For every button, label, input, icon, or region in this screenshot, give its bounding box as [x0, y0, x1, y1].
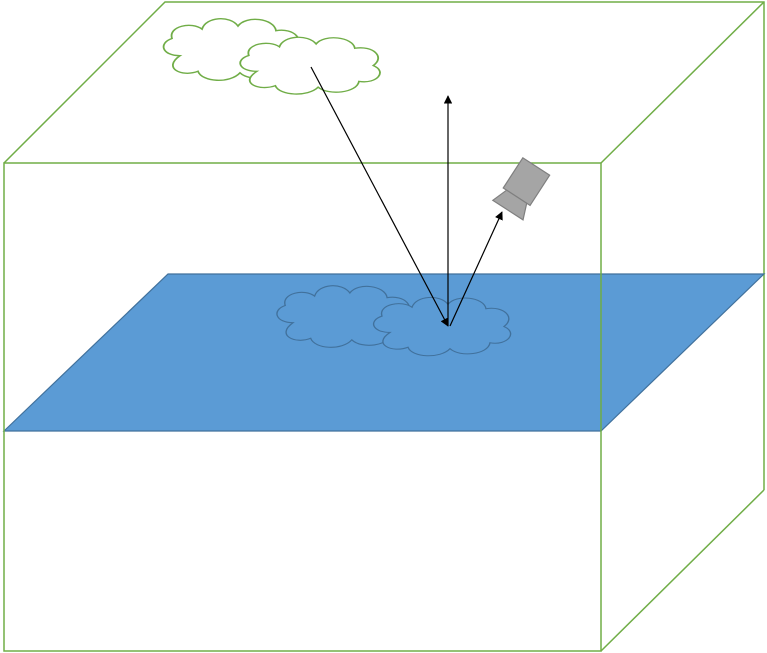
camera-icon	[491, 156, 551, 221]
box-front-face	[3, 162, 602, 652]
camera-lens	[491, 189, 528, 221]
cloud-icon	[239, 36, 381, 95]
box-front	[3, 162, 765, 652]
water-surface	[2, 273, 766, 432]
box-bottom-right-edge	[600, 489, 765, 652]
box-top-right-edge	[600, 1, 765, 164]
incident-ray	[310, 66, 449, 327]
light-rays	[310, 66, 503, 327]
box-back	[3, 1, 765, 490]
box-top-back-edge	[3, 1, 765, 490]
ray-to-camera	[449, 211, 503, 327]
sky-clouds	[162, 17, 381, 95]
